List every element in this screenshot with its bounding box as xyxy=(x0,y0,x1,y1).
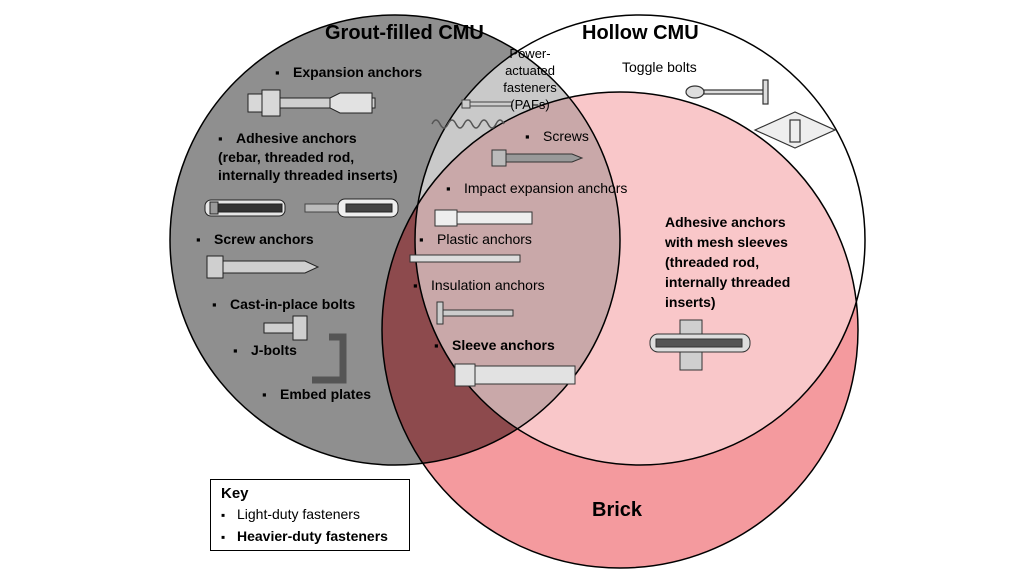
insulation-anchor-icon xyxy=(436,301,514,325)
item-j-bolts: J-bolts xyxy=(233,341,297,360)
item-pafs: Power-actuated fasteners (PAFs) xyxy=(503,46,557,112)
item-adhesive-anchors: Adhesive anchors (rebar, threaded rod, i… xyxy=(218,129,403,184)
impact-expansion-anchor-icon xyxy=(434,209,533,227)
item-cast-in-place-bolts: Cast-in-place bolts xyxy=(212,295,355,314)
cast-in-place-bolt-icon xyxy=(263,315,308,341)
item-screw-anchors: Screw anchors xyxy=(196,230,314,249)
adhesive-insert-icon xyxy=(337,198,399,218)
item-impact-expansion-anchors: Impact expansion anchors xyxy=(446,179,627,198)
item-expansion-anchors: Expansion anchors xyxy=(275,63,422,82)
item-sleeve-anchors: Sleeve anchors xyxy=(434,336,555,355)
threaded-rod-icon xyxy=(304,203,344,213)
item-plastic-anchors: Plastic anchors xyxy=(419,230,532,249)
toggle-wing-icon xyxy=(753,111,837,149)
screw-anchor-icon xyxy=(206,255,320,279)
expansion-anchor-icon xyxy=(247,89,376,117)
key-title: Key xyxy=(221,485,249,502)
set-title-brick: Brick xyxy=(592,499,643,521)
adhesive-anchor-icon xyxy=(204,199,286,217)
mesh-sleeve-anchor-icon xyxy=(649,319,762,371)
toggle-bolt-icon xyxy=(685,79,769,105)
item-screws: Screws xyxy=(525,127,589,146)
set-title-grout-filled-cmu: Grout-filled CMU xyxy=(325,22,484,44)
plastic-anchor-icon xyxy=(409,254,521,263)
item-toggle-bolts: Toggle bolts xyxy=(622,59,697,75)
paf-strip-icon xyxy=(431,119,505,129)
legend-key: Key Light-duty fasteners Heavier-duty fa… xyxy=(210,479,410,551)
key-heavy-duty: Heavier-duty fasteners xyxy=(221,526,399,548)
paf-icon xyxy=(461,99,513,109)
item-embed-plates: Embed plates xyxy=(262,385,371,404)
sleeve-anchor-icon xyxy=(454,363,576,387)
item-insulation-anchors: Insulation anchors xyxy=(413,276,545,295)
screw-icon xyxy=(491,149,584,167)
key-light-duty: Light-duty fasteners xyxy=(221,504,399,526)
set-title-hollow-cmu: Hollow CMU xyxy=(582,22,699,44)
item-adhesive-mesh-sleeves: Adhesive anchors with mesh sleeves (thre… xyxy=(665,214,791,310)
j-bolt-icon xyxy=(312,333,347,384)
